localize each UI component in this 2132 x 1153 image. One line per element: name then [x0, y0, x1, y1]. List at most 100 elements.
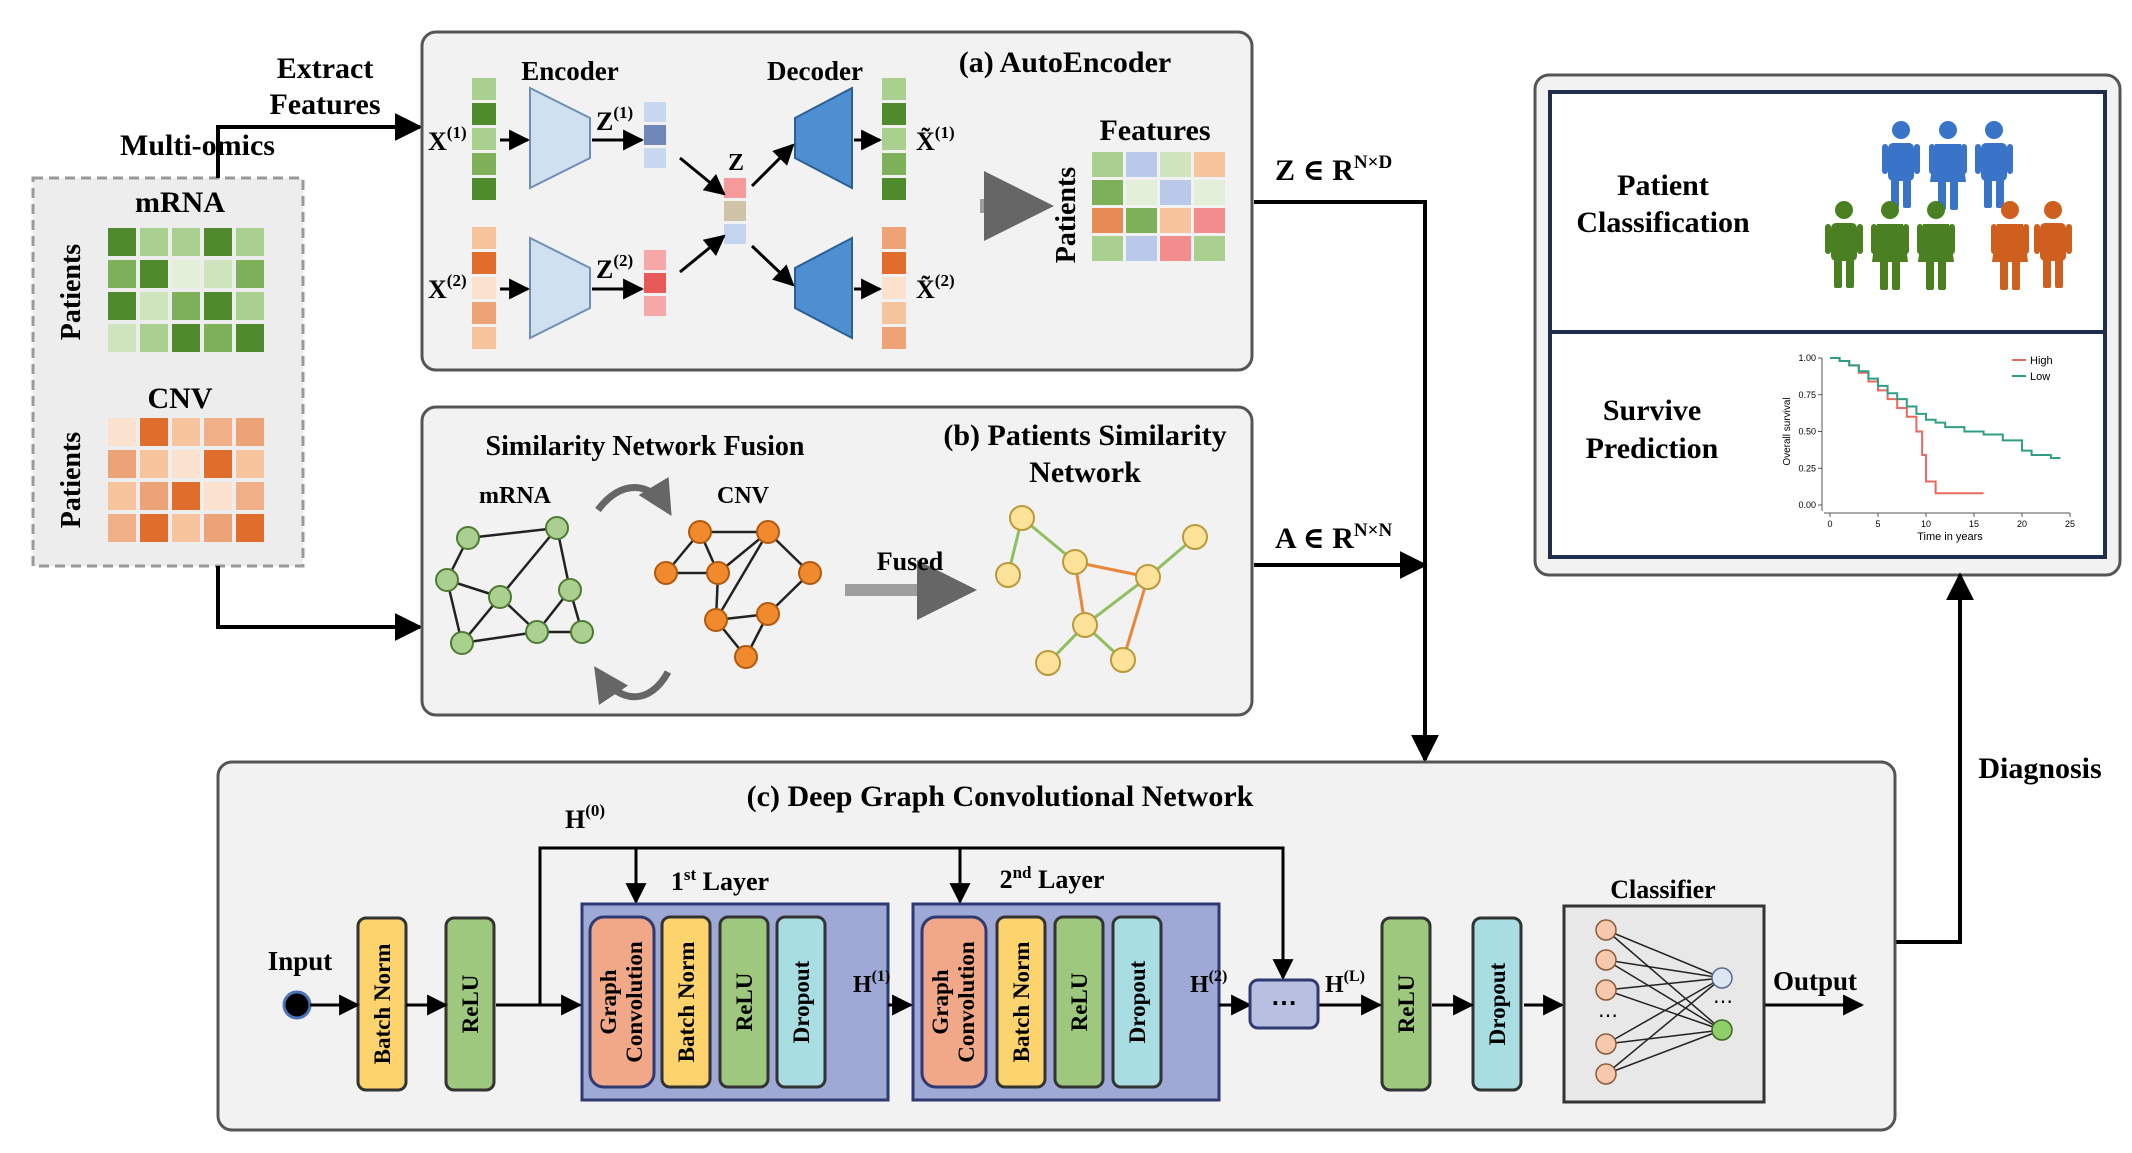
feature-cell [1126, 152, 1157, 177]
x1-vector-cell [472, 128, 496, 150]
arrow-diagnosis [1895, 572, 1974, 944]
person-arm [1825, 224, 1831, 254]
layer1-relu-block: ReLU [718, 915, 770, 1089]
cnv-cell [236, 418, 264, 446]
feature-cell [1160, 180, 1191, 205]
person-arm [2023, 224, 2029, 254]
feature-cell [1126, 180, 1157, 205]
mrna-network-node [456, 526, 480, 550]
feature-cell [1160, 152, 1191, 177]
layer2-batch-norm-block-label: Batch Norm [1009, 942, 1034, 1063]
gcn-title: (c) Deep Graph Convolutional Network [747, 780, 1254, 813]
cnv-cell [204, 418, 232, 446]
layer1-dropout-block: Dropout [775, 915, 827, 1089]
cnv-patients-label: Patients [56, 432, 87, 529]
encoder-label: Encoder [521, 56, 619, 86]
z1-vector-cell [644, 125, 666, 145]
person-leg [1834, 258, 1842, 288]
layer1-graph-conv-block-label: Convolution [622, 941, 647, 1063]
mrna-cell [172, 324, 200, 352]
survival-line-low [1830, 357, 2061, 459]
features-patients-label: Patients [1051, 167, 1082, 264]
person-arm [1949, 224, 1955, 254]
person-torso [1831, 223, 1857, 261]
feature-cell [1194, 236, 1225, 261]
layer2-graph-conv-block-label: Convolution [954, 941, 979, 1063]
feature-cell [1126, 208, 1157, 233]
a-output-label: A ∈ RN×N [1275, 520, 1392, 555]
cnv-cell [236, 514, 264, 542]
mrna-cell [236, 228, 264, 256]
person-arm [1991, 224, 1997, 254]
person-leg [1926, 260, 1934, 290]
z-vector-cell [724, 201, 746, 221]
z1-vector-cell [644, 148, 666, 168]
classifier-network: ⋯⋯ [1595, 919, 1733, 1085]
mrna-cell [108, 292, 136, 320]
mrna-cell [236, 292, 264, 320]
xt1-vector-cell [882, 78, 906, 100]
x1-vector-cell [472, 103, 496, 125]
final-dropout-block-label: Dropout [1485, 962, 1510, 1045]
arrow-to-autoencoder [216, 113, 423, 178]
batch-norm-block: Batch Norm [356, 916, 408, 1092]
cnv-network-node [704, 608, 728, 632]
feature-cell [1092, 236, 1123, 261]
result-panel: Patient Classification Survive Predictio… [1533, 73, 2122, 577]
cnv-network-node [706, 561, 730, 585]
person-dress [1930, 144, 1966, 182]
male-person-icon [1975, 121, 2013, 208]
layer1-dropout-block-label: Dropout [789, 960, 814, 1043]
similarity-title-1: (b) Patients Similarity [943, 419, 1226, 452]
classifier-edge [1605, 977, 1723, 1075]
final-relu-block: ReLU [1380, 916, 1432, 1092]
cnv-matrix [108, 418, 264, 542]
decoder-2-shape [794, 236, 853, 340]
person-head [1939, 121, 1957, 139]
mrna-patients-label: Patients [56, 244, 87, 341]
h2-label: H(2) [1190, 968, 1227, 998]
mrna-cell [204, 260, 232, 288]
features-label: Features [1099, 114, 1210, 147]
layer1-batch-norm-block-label: Batch Norm [674, 942, 699, 1063]
x-tick-label: 25 [2065, 519, 2075, 529]
cnv-network-edge [714, 531, 770, 621]
feature-cell [1194, 208, 1225, 233]
xt1-vector-cell [882, 128, 906, 150]
cnv-cell [204, 450, 232, 478]
cnv-cell [172, 450, 200, 478]
mrna-cell [236, 324, 264, 352]
female-person-icon [1871, 201, 1909, 290]
x2-vector-cell [472, 277, 496, 299]
fused-network-node [995, 562, 1021, 588]
person-torso [1981, 143, 2007, 181]
cnv-cell [172, 482, 200, 510]
cnv-network-node [756, 520, 780, 544]
feature-cell [1092, 208, 1123, 233]
fusion-arrow-bottom [594, 666, 672, 706]
person-head [1881, 201, 1899, 219]
mrna-cell [140, 324, 168, 352]
layer2-relu-block-label: ReLU [1067, 972, 1092, 1031]
cnv-cell [236, 482, 264, 510]
layer2-dropout-block: Dropout [1111, 915, 1163, 1089]
xt2-vector-cell [882, 252, 906, 274]
cnv-cell [204, 482, 232, 510]
feature-cell [1092, 180, 1123, 205]
classifier-output-node [1711, 1019, 1733, 1041]
arrow-z2-z [679, 234, 726, 274]
feature-cell [1194, 152, 1225, 177]
x1-vector-cell [472, 153, 496, 175]
fused-network-edge [1084, 575, 1149, 627]
person-arm [1917, 224, 1923, 254]
mrna-cell [172, 228, 200, 256]
decoder-1-shape [794, 86, 853, 190]
mrna-network-node [525, 620, 549, 644]
layer1-dropout-block-rect [775, 915, 827, 1089]
mrna-matrix-label: mRNA [135, 186, 225, 219]
mrna-cell [204, 292, 232, 320]
fused-network-edge [1121, 576, 1150, 661]
y-tick-label: 1.00 [1798, 353, 1816, 363]
mrna-cell [172, 292, 200, 320]
female-person-icon [1929, 121, 1967, 210]
